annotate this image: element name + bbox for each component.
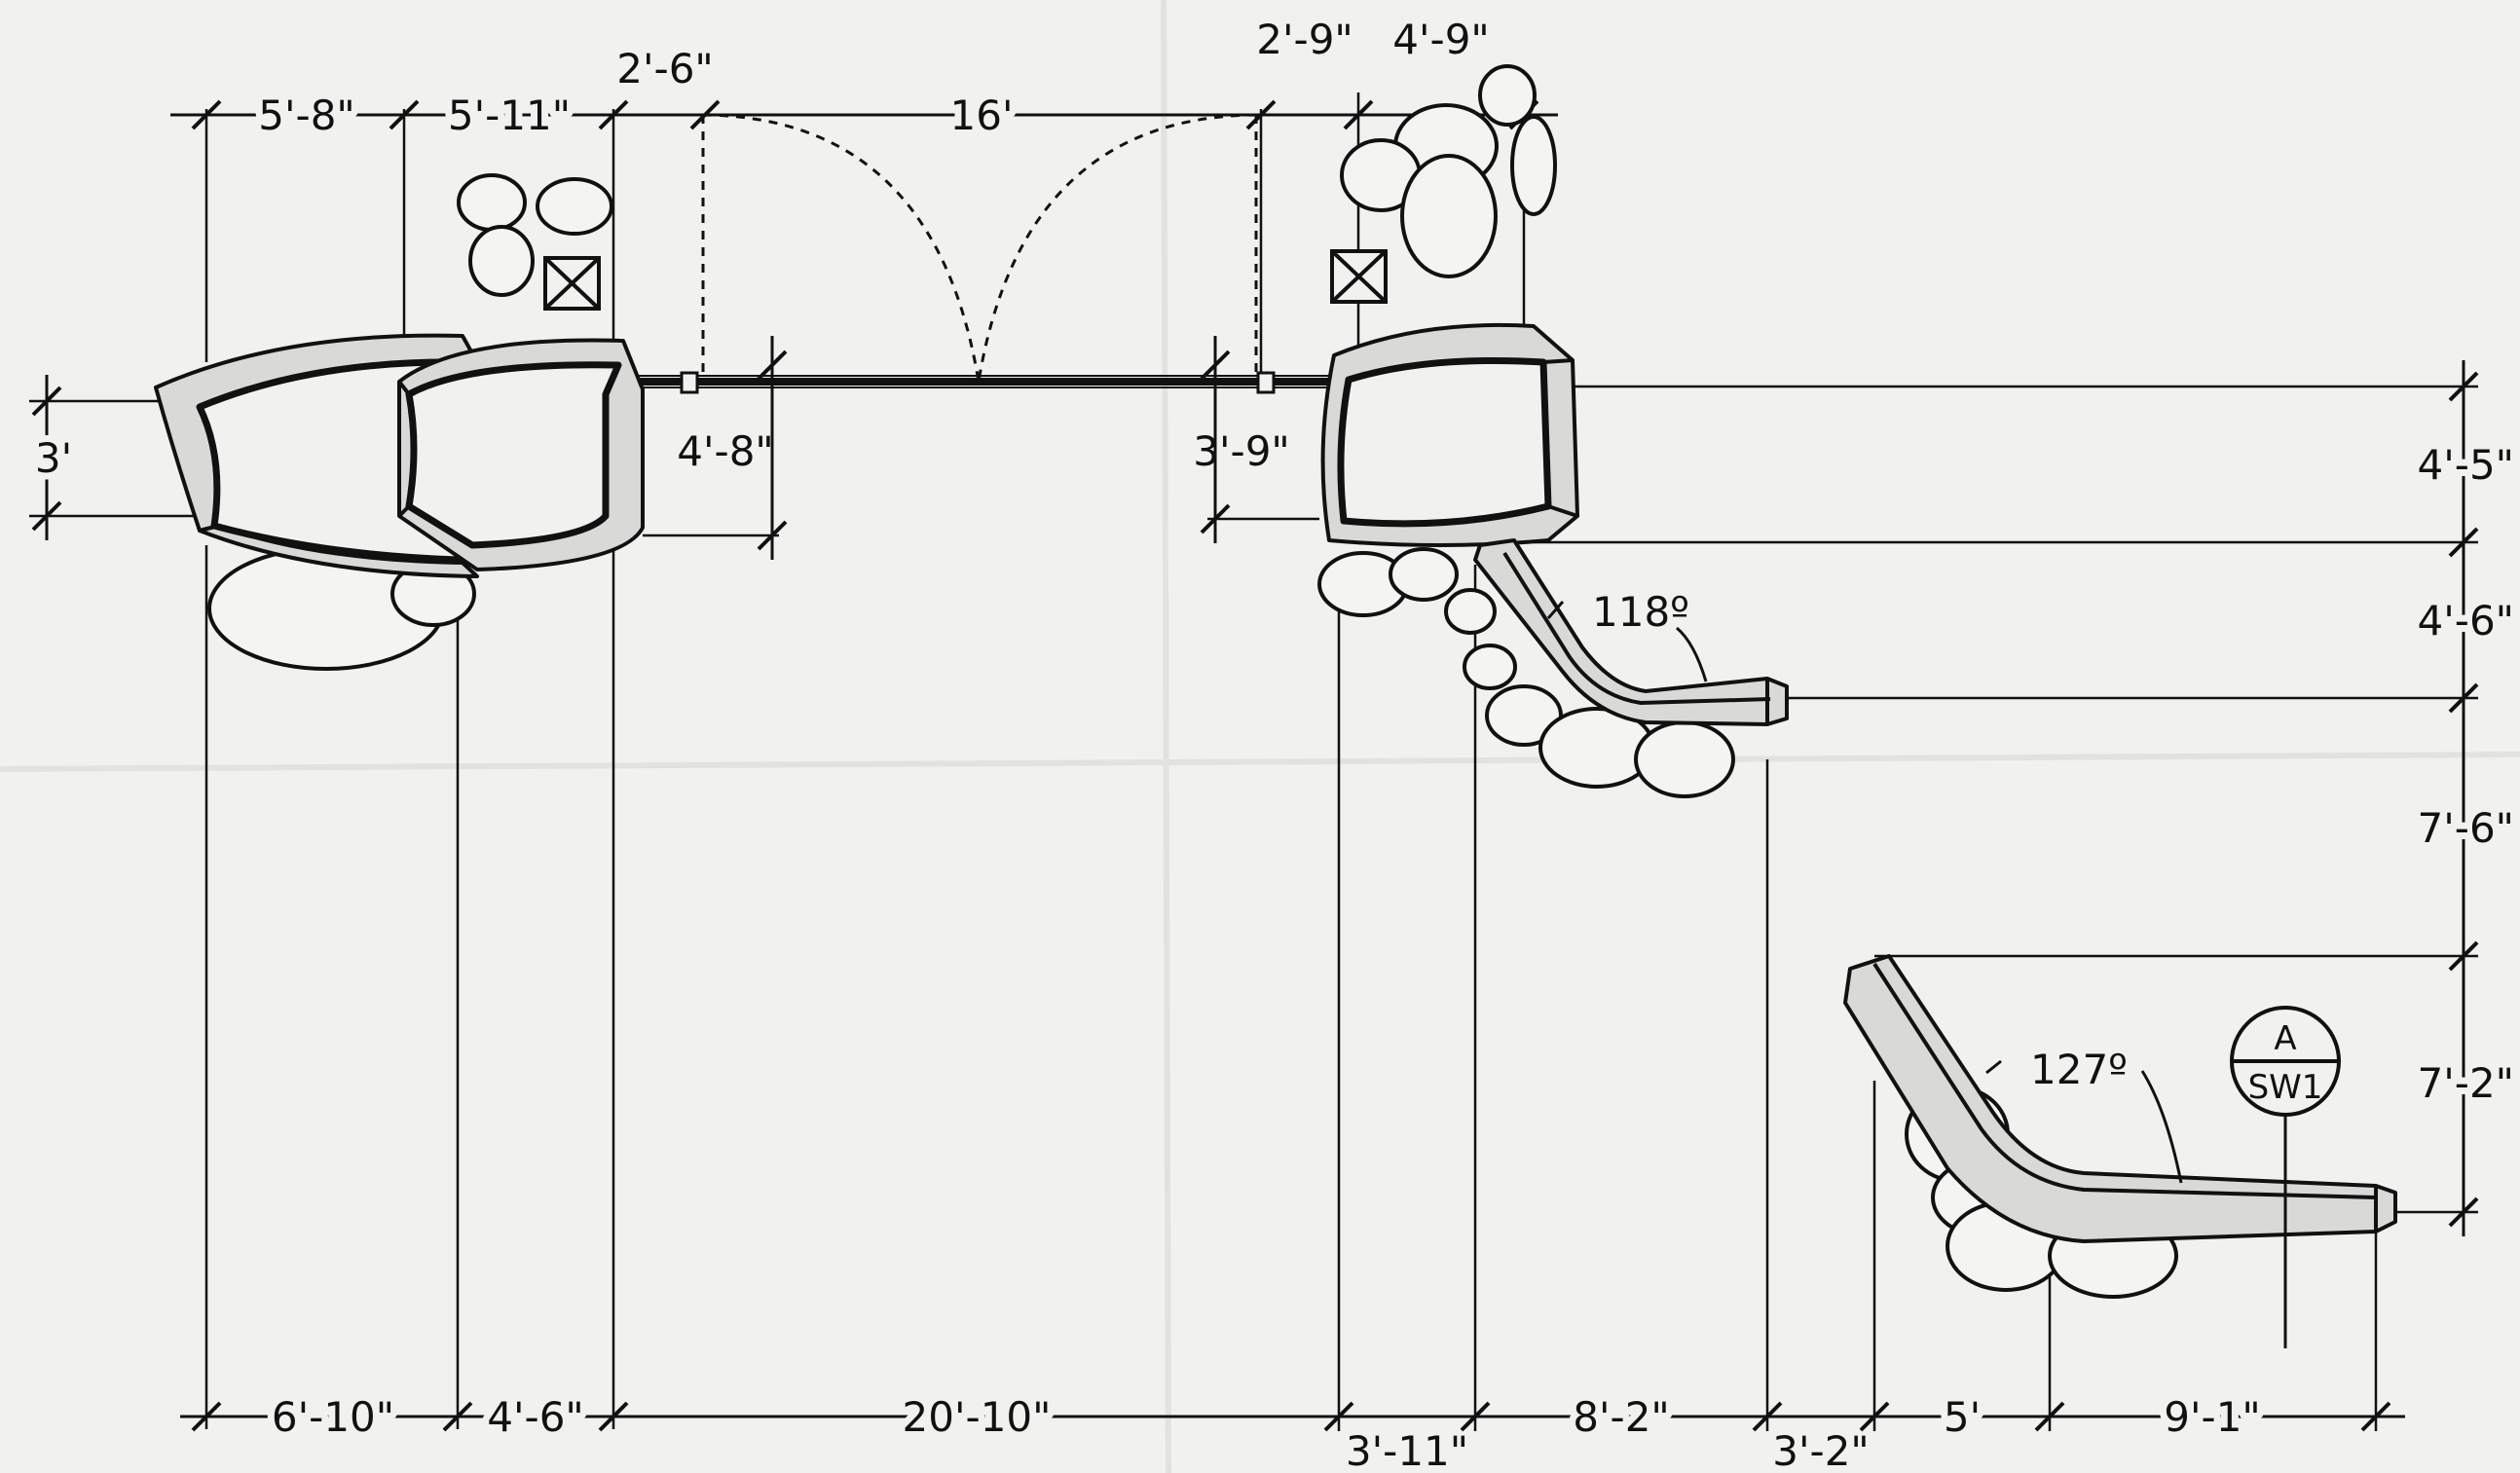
gate-swing-arcs [701,113,1258,383]
boulders [207,64,2178,1299]
top-dim-5: 2'-9" [1256,16,1353,63]
left-pier-dim: 4'-8" [677,427,773,475]
angle-lower: 127º [2030,1046,2128,1093]
bottom-dim-5: 8'-2" [1573,1393,1669,1441]
pier-light-right [1330,249,1388,304]
pier-light-left [543,256,601,311]
gate-post-right [1256,371,1276,394]
lower-seat-wall [1843,954,2397,1243]
bottom-dim-4: 3'-11" [1346,1427,1468,1473]
extension-lines [29,92,2478,1431]
right-dim-1: 4'-5" [2418,441,2514,489]
right-pier [1320,322,1579,547]
dimension-lines [31,99,2479,1432]
dimension-labels: 5'-8" 5'-11" 2'-6" 16' 2'-9" 4'-9" 6'-10… [28,16,2520,1473]
top-dim-6: 4'-9" [1392,16,1489,63]
section-tag-sheet: SW1 [2248,1068,2323,1107]
bottom-dim-8: 9'-1" [2164,1393,2260,1441]
gate-post-left [680,371,699,394]
angle-leaders [1546,601,2183,1184]
top-dim-4: 16' [950,92,1014,139]
section-tag-letter: A [2274,1019,2296,1058]
left-pier [397,338,645,571]
bottom-dim-2: 4'-6" [487,1393,583,1441]
section-tag: A SW1 [2230,1006,2341,1348]
right-dim-3: 7'-6" [2418,804,2514,852]
upper-seat-wall [1473,538,1789,726]
bottom-dim-7: 5' [1944,1393,1981,1441]
bottom-dim-6: 3'-2" [1772,1427,1869,1473]
bottom-dim-1: 6'-10" [272,1393,394,1441]
right-dim-4: 7'-2" [2418,1059,2514,1107]
left-dim: 3' [35,434,72,482]
left-wing-wall [154,333,479,578]
angle-upper: 118º [1592,588,1689,636]
right-dim-2: 4'-6" [2418,597,2514,644]
top-dim-2: 5'-11" [448,92,571,139]
top-dim-3: 2'-6" [616,45,713,92]
top-dim-1: 5'-8" [258,92,354,139]
right-pier-dim: 3'-9" [1193,427,1289,475]
bottom-dim-3: 20'-10" [903,1393,1052,1441]
